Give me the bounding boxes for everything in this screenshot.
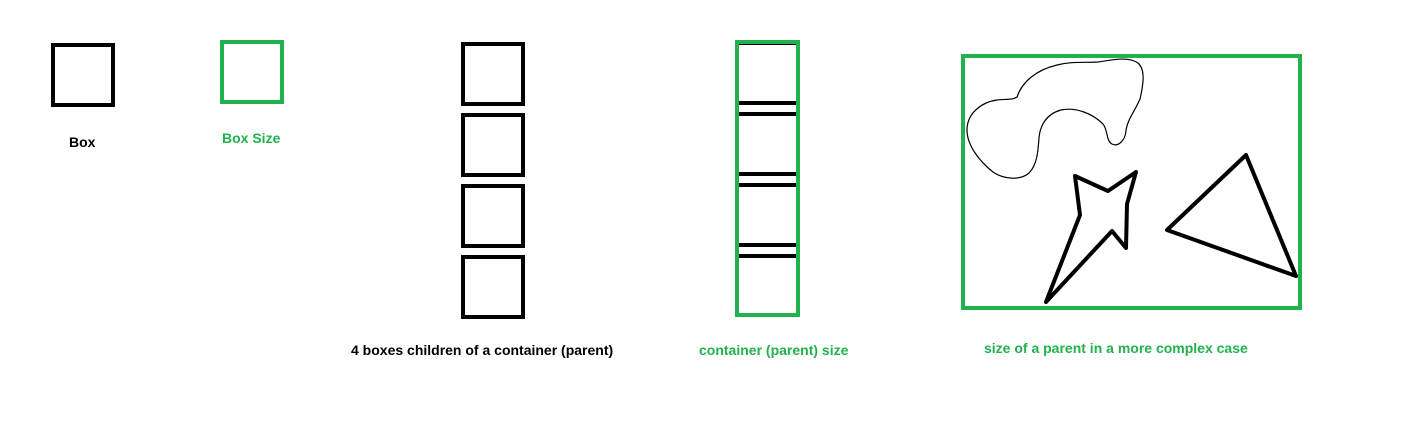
box-size-label: Box Size: [222, 130, 281, 146]
box-label: Box: [69, 134, 96, 150]
complex-case-label: size of a parent in a more complex case: [984, 340, 1248, 356]
freeform-blob-shape: [966, 58, 1144, 179]
child-box-1: [461, 42, 525, 106]
child-box-2: [461, 113, 525, 177]
triangle-shape: [1165, 153, 1298, 278]
arrow-shape: [1044, 170, 1138, 304]
complex-parent-outline: [961, 54, 1302, 310]
children-label: 4 boxes children of a container (parent): [351, 342, 614, 358]
single-box: [51, 43, 115, 107]
child-box-3: [461, 184, 525, 248]
child-box-4: [461, 255, 525, 319]
box-size-outline: [220, 40, 284, 104]
complex-parent-group: [961, 54, 1302, 310]
container-size-outline: [735, 40, 800, 317]
children-stack: [461, 42, 525, 319]
container-outline-group: [735, 40, 800, 317]
container-size-label: container (parent) size: [699, 342, 849, 358]
